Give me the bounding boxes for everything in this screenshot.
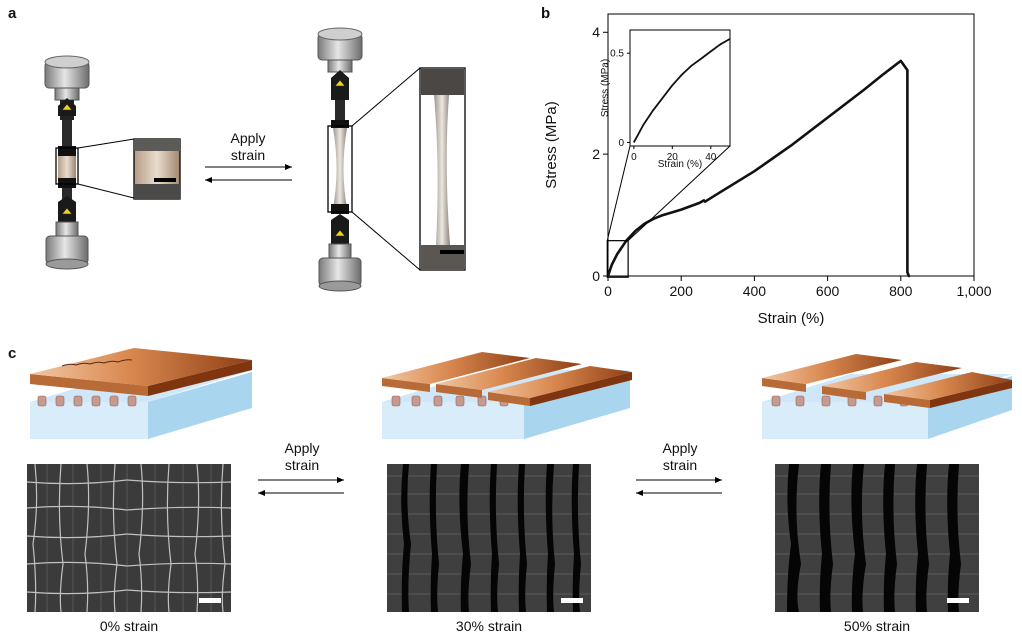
arrow-label-c2: Apply strain (640, 440, 720, 474)
inset-chart-ytick-label: 0.5 (610, 49, 624, 60)
panel-label-a: a (8, 5, 17, 22)
tester-strained (317, 27, 363, 292)
panel-label-c: c (8, 345, 17, 362)
main-chart-xtick-label: 800 (889, 283, 913, 299)
caption-50-strain: 50% strain (843, 618, 911, 634)
main-chart-ytick-label: 4 (592, 24, 600, 40)
schematic-30-strain (382, 352, 632, 439)
inset-chart-series-line (633, 38, 731, 143)
main-chart-xtick-label: 0 (604, 283, 612, 299)
arrow-label-a: Apply strain (210, 130, 286, 164)
main-chart-y-axis-label: Stress (MPa) (543, 101, 560, 189)
tensile-tester-illustration (44, 27, 466, 292)
zoom-connector-right (627, 145, 731, 242)
schematic-50-strain (762, 354, 1012, 439)
inset-chart-xtick-label: 40 (705, 152, 717, 163)
inset-chart-ytick-label: 0 (618, 138, 624, 149)
arrow-label-a-line2: strain (230, 147, 266, 163)
inset-chart-y-axis-label: Stress (MPa) (600, 59, 611, 117)
arrow-label-c1-line1: Apply (284, 440, 320, 456)
main-chart-xtick-label: 1,000 (956, 283, 991, 299)
zoom-region-box (606, 240, 629, 278)
main-chart-series-line (606, 59, 911, 278)
arrow-label-c1: Apply strain (262, 440, 342, 474)
sem-image-0-strain (27, 464, 231, 612)
caption-0-strain: 0% strain (99, 618, 159, 634)
main-chart-xtick-label: 400 (743, 283, 767, 299)
panel-label-b: b (541, 5, 551, 22)
panel-c-arrows (258, 477, 722, 496)
zoom-connector-left (606, 145, 631, 241)
arrow-label-c2-line1: Apply (662, 440, 698, 456)
main-chart-xtick-label: 600 (816, 283, 840, 299)
main-chart-ytick-label: 2 (592, 146, 600, 162)
sem-image-50-strain (775, 464, 979, 612)
main-chart-xtick-label: 200 (670, 283, 694, 299)
arrow-label-c1-line2: strain (284, 457, 320, 473)
arrow-label-a-line1: Apply (230, 130, 266, 146)
tester-unstrained (44, 55, 90, 270)
main-chart-frame (607, 13, 975, 277)
electrode-schematics (30, 348, 1012, 439)
main-chart-ytick-label: 0 (592, 268, 600, 284)
arrow-label-c2-line2: strain (662, 457, 698, 473)
inset-chart-xtick-label: 20 (667, 152, 679, 163)
main-chart-x-axis-label: Strain (%) (758, 310, 825, 327)
inset-chart-xtick-label: 0 (631, 152, 637, 163)
schematic-0-strain (30, 348, 252, 439)
scale-bar (154, 178, 176, 182)
inset-chart-x-axis-label: Strain (%) (658, 159, 702, 170)
caption-30-strain: 30% strain (455, 618, 523, 634)
sem-image-30-strain (387, 464, 591, 612)
